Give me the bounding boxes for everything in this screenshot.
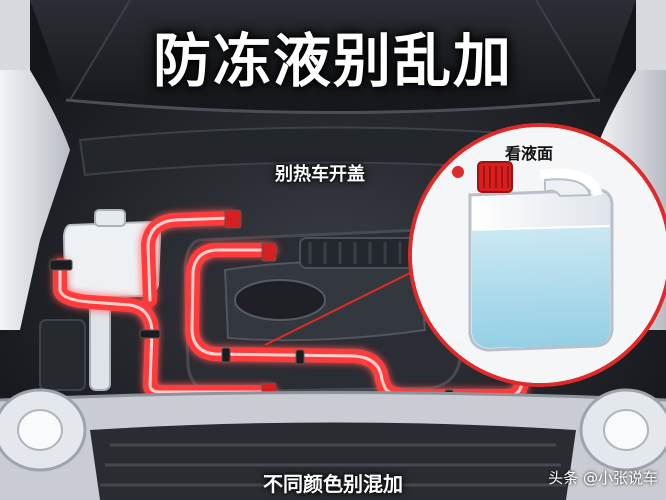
label-check-level: 看液面: [505, 144, 554, 163]
magnifier-lens: [408, 123, 666, 387]
coolant-jug-icon: [468, 161, 614, 352]
hood-underside: [30, 0, 636, 113]
watermark: 头条 @小张说车: [548, 469, 658, 487]
label-no-open-hot: 别热车开盖: [275, 164, 365, 185]
left-fender: [0, 70, 70, 330]
page-title: 防冻液别乱加: [152, 27, 513, 95]
label-no-mix-colors: 不同颜色别混加: [263, 472, 403, 496]
red-dot-icon: [452, 166, 464, 178]
pointer-line: [264, 267, 421, 346]
